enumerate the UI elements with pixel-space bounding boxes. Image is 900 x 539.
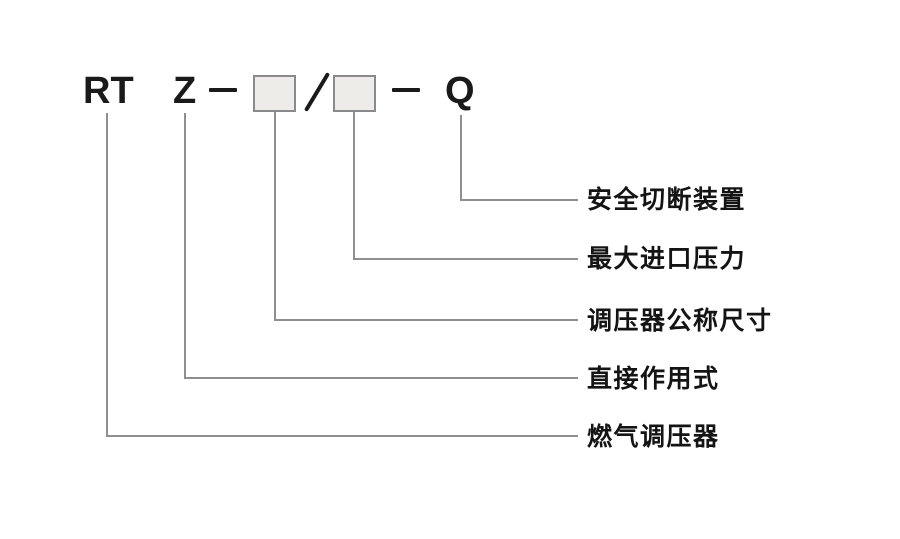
connector-line-box-1: [274, 112, 578, 321]
connector-line-type-z: [184, 113, 578, 379]
callout-label-max-inlet-pressure: 最大进口压力: [587, 245, 747, 273]
model-suffix: Q: [445, 70, 475, 112]
connector-line-box-2: [353, 112, 578, 260]
callout-label-nominal-size: 调压器公称尺寸: [587, 307, 773, 335]
connector-line-suffix-q: [460, 115, 578, 201]
callout-label-gas-regulator: 燃气调压器: [587, 423, 720, 451]
model-prefix: RT: [83, 70, 134, 112]
dash-separator-icon: [392, 88, 420, 92]
callout-label-safety-shutoff-device: 安全切断装置: [587, 186, 747, 214]
placeholder-box-2: [333, 75, 376, 112]
connector-line-prefix-rt: [106, 113, 578, 437]
callout-label-direct-acting-type: 直接作用式: [587, 365, 720, 393]
model-type-code: Z: [173, 70, 197, 112]
placeholder-box-1: [253, 75, 296, 112]
dash-separator-icon: [209, 88, 237, 92]
slash-separator-icon: [303, 72, 331, 112]
